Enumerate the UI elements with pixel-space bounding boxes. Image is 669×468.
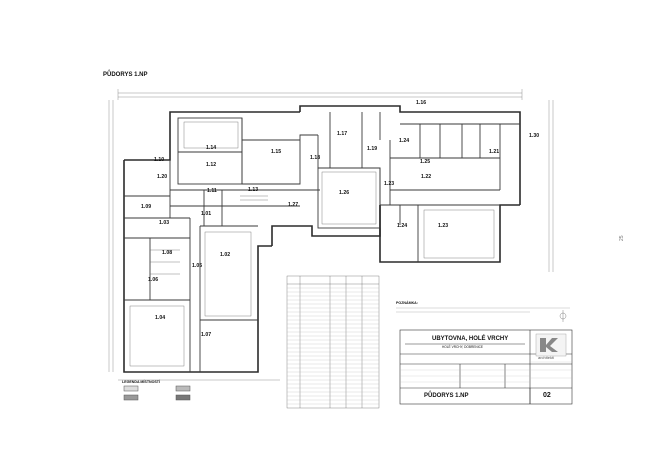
room-label-1-16: 1.16 [416, 100, 427, 106]
title-block-rows [400, 361, 572, 383]
notes-title: POZNÁMKA: [396, 301, 418, 305]
dimension-lines [108, 89, 554, 381]
room-label-1-06: 1.06 [148, 277, 159, 283]
room-label-1-09: 1.09 [141, 204, 152, 210]
firm-name: architekti [538, 355, 555, 360]
room-label-1-22: 1.22 [421, 174, 432, 180]
room-label-1-24-lower: 1.24 [397, 223, 408, 229]
room-schedule-rows [287, 287, 379, 405]
side-page-number: 25 [619, 235, 625, 241]
room-label-1-30: 1.30 [529, 133, 540, 139]
room-label-1-10: 1.10 [154, 157, 165, 163]
room-label-1-23-small: 1.23 [384, 181, 395, 187]
room-label-1-03: 1.03 [159, 220, 170, 226]
north-arrow [559, 310, 567, 322]
firm-logo [535, 333, 567, 357]
room-label-1-26: 1.26 [339, 190, 350, 196]
project-subtitle: HOLÉ VRCHY, DOBRENICE [442, 345, 484, 349]
room-label-1-12: 1.12 [206, 162, 217, 168]
drawing-name: PŮDORYS 1.NP [424, 393, 469, 399]
legend-swatches [123, 385, 191, 401]
room-label-1-05: 1.05 [192, 263, 203, 269]
room-label-1-25: 1.25 [420, 159, 431, 165]
room-label-1-23: 1.23 [438, 223, 449, 229]
room-schedule-table [286, 275, 380, 409]
project-title: UBYTOVNA, HOLÉ VRCHY [432, 336, 509, 342]
room-label-1-13: 1.13 [248, 187, 259, 193]
room-label-1-21: 1.21 [489, 149, 500, 155]
room-label-1-01: 1.01 [201, 211, 212, 217]
room-label-1-14: 1.14 [206, 145, 217, 151]
wall-details [129, 121, 495, 367]
room-label-1-07: 1.07 [201, 332, 212, 338]
room-label-1-27: 1.27 [288, 202, 299, 208]
room-label-1-11: 1.11 [207, 188, 217, 194]
legend-title: LEGENDA MÍSTNOSTÍ [122, 380, 161, 384]
notes-lines [396, 307, 570, 313]
room-label-1-02: 1.02 [220, 252, 231, 258]
room-label-1-17: 1.17 [337, 131, 348, 137]
room-label-1-24-upper: 1.24 [399, 138, 410, 144]
room-label-1-18: 1.18 [310, 155, 321, 161]
inner-walls [124, 112, 520, 372]
room-label-1-15: 1.15 [271, 149, 282, 155]
sheet-number: 02 [543, 392, 551, 399]
title-block [399, 329, 573, 405]
outer-walls [123, 105, 521, 373]
drawing-heading: PŮDORYS 1.NP [103, 72, 148, 78]
room-label-1-04: 1.04 [155, 315, 166, 321]
room-label-1-08: 1.08 [162, 250, 173, 256]
room-label-1-19: 1.19 [367, 146, 378, 152]
room-label-1-20: 1.20 [157, 174, 168, 180]
